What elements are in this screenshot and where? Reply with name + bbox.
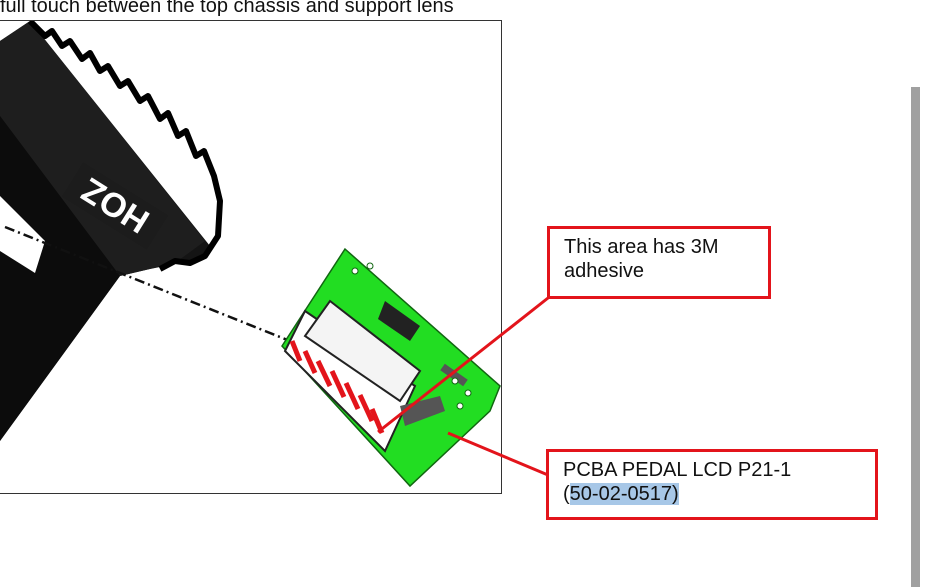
pcba-paren: ( [563, 483, 570, 505]
pcba-callout: PCBA PEDAL LCD P21-1 (50-02-0517) [546, 449, 878, 520]
assembly-axis-line [4, 225, 381, 379]
pcba-module [281, 247, 501, 488]
adhesive-callout: This area has 3M adhesive [547, 226, 771, 299]
pcba-name: PCBA PEDAL LCD P21-1 [563, 459, 792, 481]
assembly-figure: HOZ [0, 20, 502, 494]
figure-caption: full touch between the top chassis and s… [0, 0, 454, 17]
adhesive-callout-text: This area has 3M adhesive [564, 236, 719, 282]
vertical-scrollbar[interactable] [911, 87, 920, 587]
pcba-part-line: (50-02-0517) [563, 482, 861, 506]
top-chassis: HOZ [0, 21, 223, 441]
pcba-part-number[interactable]: 50-02-0517) [569, 483, 679, 505]
